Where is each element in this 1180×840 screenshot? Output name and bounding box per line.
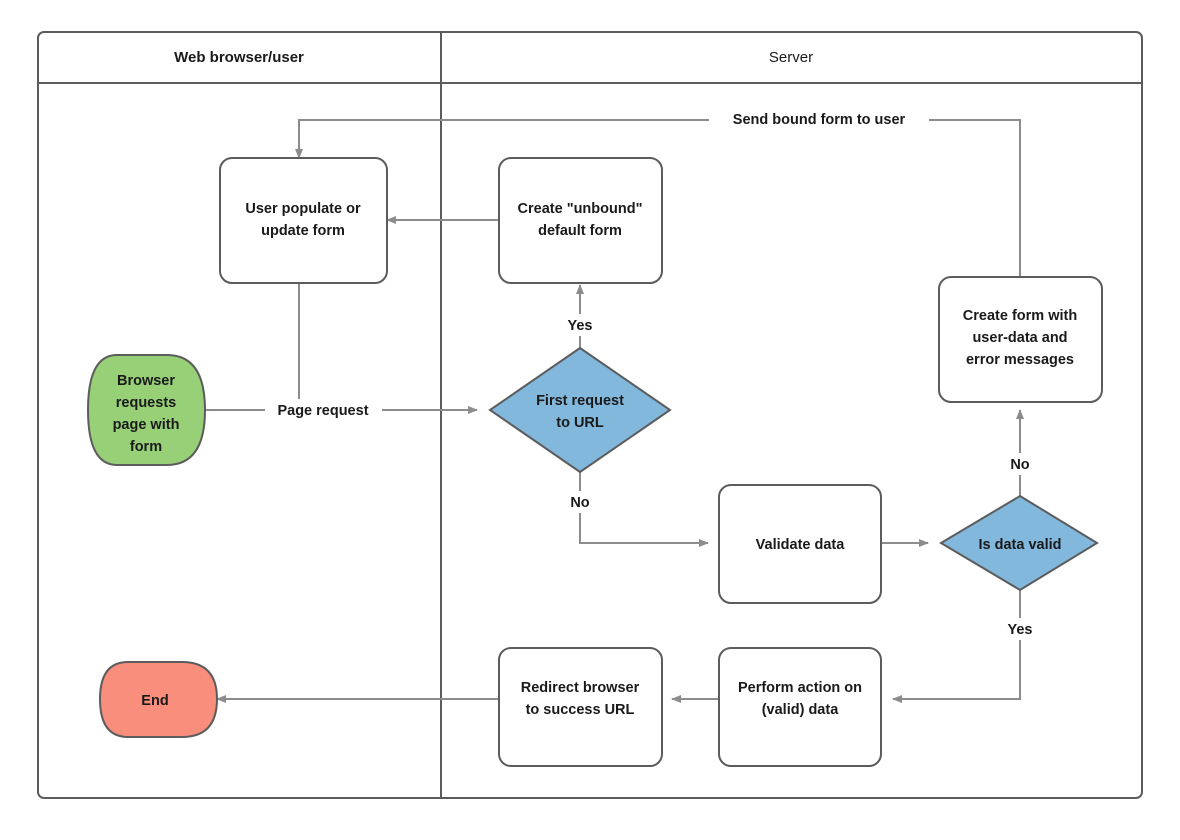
node-is-data-valid-line1: Is data valid — [978, 537, 1061, 553]
edge-label-send-bound-form-text: Send bound form to user — [733, 112, 906, 128]
node-browser-requests-page-shape[interactable] — [86, 354, 207, 466]
node-first-request-to-url-line2: to URL — [556, 415, 604, 431]
node-perform-action-shape[interactable] — [718, 647, 882, 767]
node-redirect-browser-shape[interactable] — [498, 647, 663, 767]
edge-label-is-data-valid-no-text: No — [1010, 457, 1029, 473]
node-browser-requests-page-line2: requests — [116, 395, 176, 411]
edge-label-is-data-valid-no: No — [1001, 453, 1039, 475]
edge-label-is-data-valid-no-bg — [1001, 453, 1039, 475]
node-first-request-to-url[interactable]: First request to URL — [488, 346, 672, 474]
nodes-layer: User populate or update form Create "unb… — [86, 157, 1103, 767]
edge-label-send-bound-form-bg — [709, 108, 929, 130]
edge-label-page-request-text: Page request — [277, 403, 368, 419]
node-perform-action-line1: Perform action on — [738, 680, 862, 696]
edge-label-first-request-no-bg — [561, 491, 599, 513]
node-validate-data[interactable]: Validate data — [718, 484, 882, 604]
edge-label-is-data-valid-yes: Yes — [998, 618, 1042, 640]
node-end-line1: End — [141, 693, 168, 709]
node-browser-requests-page-line4: form — [130, 439, 162, 455]
node-create-unbound-form[interactable]: Create "unbound" default form — [498, 157, 663, 284]
edge-label-send-bound-form: Send bound form to user — [709, 108, 929, 130]
edge-labels-layer: Send bound form to user Page request Yes… — [265, 108, 1042, 640]
node-validate-data-line1: Validate data — [756, 537, 846, 553]
node-browser-requests-page-line3: page with — [113, 417, 180, 433]
node-create-unbound-form-line1: Create "unbound" — [518, 201, 643, 217]
node-validate-data-shape[interactable] — [718, 484, 882, 604]
node-redirect-browser[interactable]: Redirect browser to success URL — [498, 647, 663, 767]
edge-label-is-data-valid-yes-bg — [998, 618, 1042, 640]
node-user-populate-form-shape[interactable] — [219, 157, 388, 284]
node-user-populate-form-line2: update form — [261, 223, 345, 239]
node-create-form-with-errors-line3: error messages — [966, 352, 1074, 368]
edge-label-page-request: Page request — [265, 399, 382, 421]
node-redirect-browser-line2: to success URL — [526, 702, 635, 718]
node-first-request-to-url-shape[interactable] — [488, 346, 672, 474]
edge-send-bound-form-to-user — [295, 119, 1021, 277]
node-create-form-with-errors[interactable]: Create form with user-data and error mes… — [938, 276, 1103, 403]
node-user-populate-form[interactable]: User populate or update form — [219, 157, 388, 284]
node-first-request-to-url-line1: First request — [536, 393, 624, 409]
edge-label-page-request-bg — [265, 399, 382, 421]
node-is-data-valid[interactable]: Is data valid — [939, 494, 1099, 592]
node-browser-requests-page[interactable]: Browser requests page with form — [86, 354, 207, 466]
edge-label-first-request-yes-text: Yes — [568, 318, 593, 334]
lane-title-web-browser: Web browser/user — [174, 49, 304, 66]
node-create-unbound-form-shape[interactable] — [498, 157, 663, 284]
node-create-form-with-errors-shape[interactable] — [938, 276, 1103, 403]
node-perform-action[interactable]: Perform action on (valid) data — [718, 647, 882, 767]
edge-label-is-data-valid-yes-text: Yes — [1008, 622, 1033, 638]
node-is-data-valid-shape[interactable] — [939, 494, 1099, 592]
edge-label-first-request-yes: Yes — [558, 314, 602, 336]
lane-title-server: Server — [769, 49, 813, 66]
edge-label-first-request-yes-bg — [558, 314, 602, 336]
node-create-unbound-form-line2: default form — [538, 223, 622, 239]
node-create-form-with-errors-line1: Create form with — [963, 308, 1077, 324]
node-create-form-with-errors-line2: user-data and — [972, 330, 1067, 346]
node-user-populate-form-line1: User populate or — [245, 201, 361, 217]
node-end[interactable]: End — [98, 661, 219, 738]
edge-label-first-request-no: No — [561, 491, 599, 513]
edge-label-first-request-no-text: No — [570, 495, 589, 511]
node-perform-action-line2: (valid) data — [762, 702, 839, 718]
node-browser-requests-page-line1: Browser — [117, 373, 175, 389]
node-redirect-browser-line1: Redirect browser — [521, 680, 640, 696]
node-end-shape[interactable] — [98, 661, 219, 738]
